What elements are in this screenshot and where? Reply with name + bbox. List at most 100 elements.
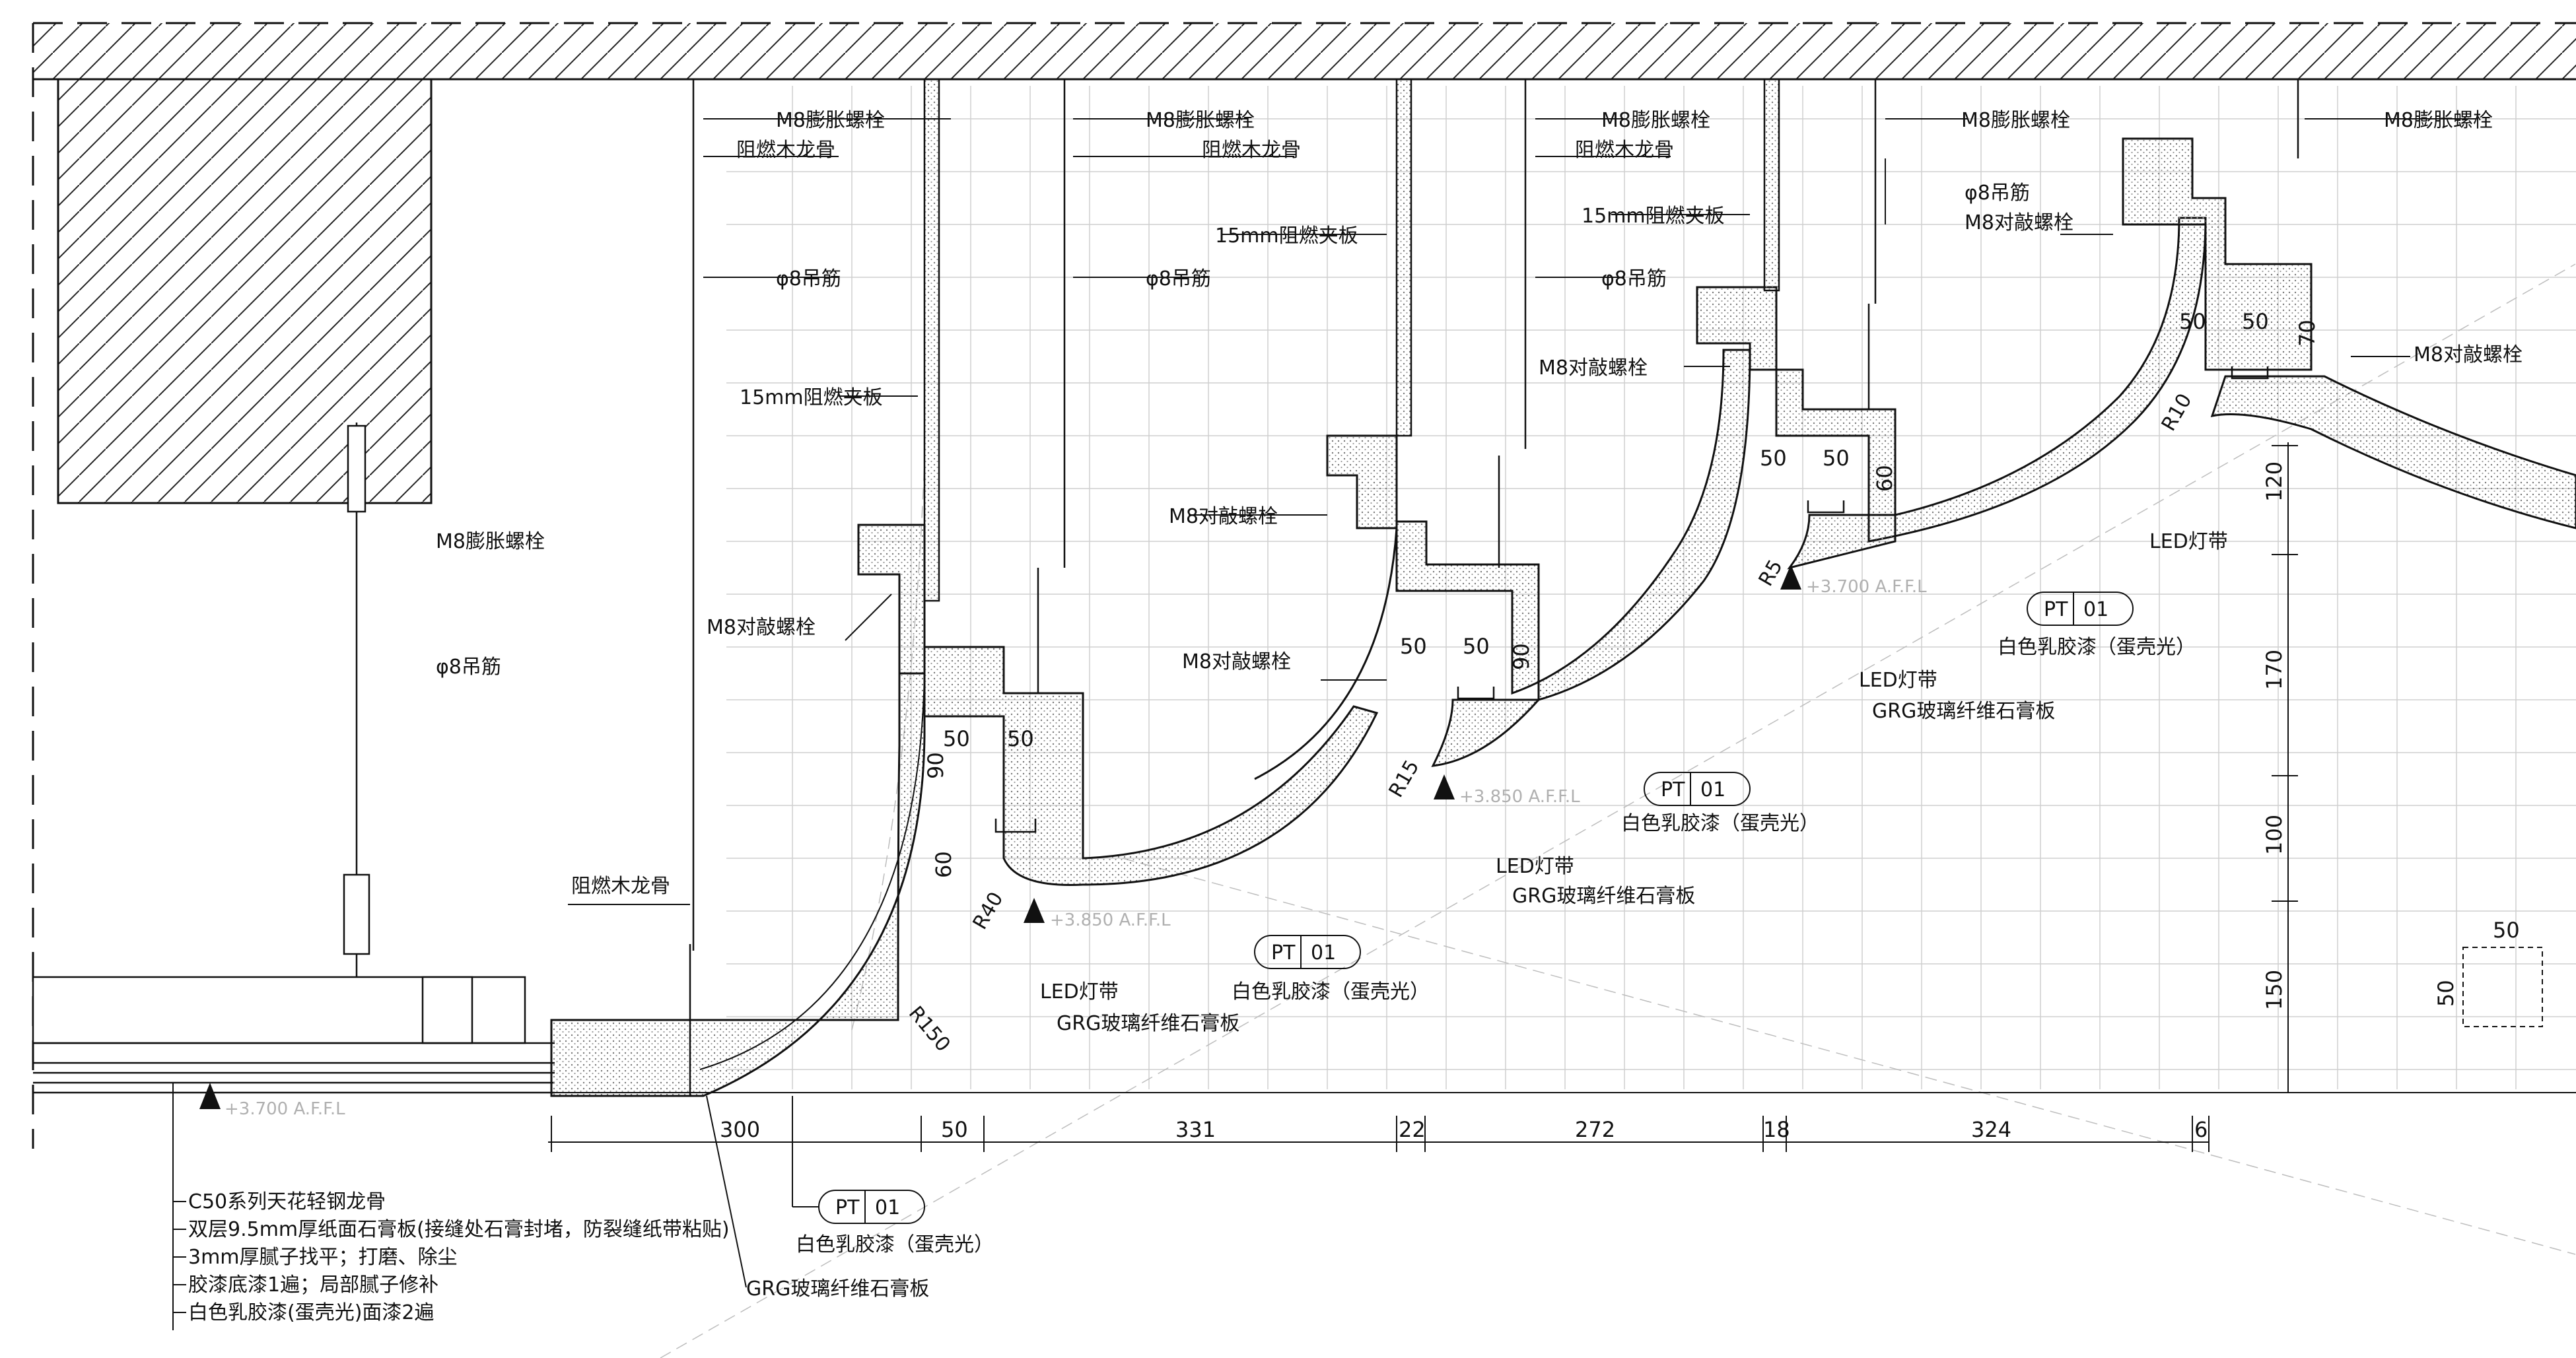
dim-50-a: 50 bbox=[943, 726, 970, 751]
label-rod-phi8-2: φ8吊筋 bbox=[1146, 267, 1211, 290]
label-m8-expansion-bolt-3: M8膨胀螺栓 bbox=[1601, 109, 1710, 132]
pt-tag-1-code: PT bbox=[1271, 941, 1296, 965]
label-rod-phi8-left: φ8吊筋 bbox=[436, 656, 501, 679]
label-m8-through-bolt-6: M8对敲螺栓 bbox=[2414, 343, 2523, 366]
dim-50-c: 50 bbox=[1400, 634, 1427, 659]
label-fire-wood-keel-2: 阻燃木龙骨 bbox=[1202, 139, 1301, 162]
pt-tag-3-desc: 白色乳胶漆（蛋壳光） bbox=[1998, 636, 2196, 659]
label-rod-phi8-1: φ8吊筋 bbox=[776, 267, 841, 290]
dim-bottom-18: 18 bbox=[1763, 1117, 1790, 1142]
label-m8-expansion-bolt-left: M8膨胀螺栓 bbox=[436, 530, 545, 553]
dim-90: 90 bbox=[923, 752, 948, 779]
dim-bottom-6: 6 bbox=[2194, 1117, 2208, 1142]
label-m8-expansion-bolt-5: M8膨胀螺栓 bbox=[2384, 109, 2493, 132]
dim-right-150: 150 bbox=[2262, 970, 2287, 1010]
grg-profile-1 bbox=[550, 524, 1379, 1097]
label-m8-expansion-bolt-2: M8膨胀螺栓 bbox=[1146, 109, 1255, 132]
label-m8-through-bolt-2: M8对敲螺栓 bbox=[1169, 505, 1278, 528]
elevation-label-2: +3.850 A.F.F.L bbox=[1050, 910, 1171, 930]
label-grg-3: GRG玻璃纤维石膏板 bbox=[1872, 700, 2055, 723]
spec-line-2: 双层9.5mm厚纸面石膏板(接缝处石膏封堵，防裂缝纸带粘贴) bbox=[188, 1218, 730, 1241]
dim-50-d: 50 bbox=[1463, 634, 1490, 659]
pt-tag-bottom-num: 01 bbox=[875, 1196, 900, 1219]
dim-right-120: 120 bbox=[2262, 461, 2287, 502]
spec-line-3: 3mm厚腻子找平；打磨、除尘 bbox=[188, 1246, 458, 1269]
label-rod-phi8-4: φ8吊筋 bbox=[1965, 182, 2030, 205]
dim-bottom-50: 50 bbox=[941, 1117, 968, 1142]
label-m8-through-bolt-5: M8对敲螺栓 bbox=[1965, 211, 2073, 234]
label-led-strip-1: LED灯带 bbox=[1040, 980, 1119, 1003]
elevation-label-4: +3.700 A.F.F.L bbox=[1806, 577, 1927, 597]
radius-r10: R10 bbox=[2157, 390, 2197, 435]
dim-bottom-22: 22 bbox=[1399, 1117, 1426, 1142]
label-grg-2: GRG玻璃纤维石膏板 bbox=[1512, 885, 1695, 908]
label-m8-expansion-bolt-4: M8膨胀螺栓 bbox=[1961, 109, 2070, 132]
dim-right-170: 170 bbox=[2262, 650, 2287, 690]
dim-90-b: 90 bbox=[1509, 643, 1534, 670]
pt-tag-1-desc: 白色乳胶漆（蛋壳光） bbox=[1232, 980, 1430, 1003]
concrete-slab bbox=[32, 22, 2576, 1149]
dim-60: 60 bbox=[931, 851, 956, 878]
pt-tag-2-code: PT bbox=[1661, 778, 1685, 801]
bottom-dimension-line bbox=[548, 1116, 2210, 1152]
dim-50-b: 50 bbox=[1007, 726, 1034, 751]
right-dimension-line bbox=[2272, 442, 2543, 1093]
pt-tag-3-code: PT bbox=[2044, 598, 2068, 621]
dim-bottom-331: 331 bbox=[1175, 1117, 1216, 1142]
spec-notes bbox=[173, 1201, 186, 1313]
led-fixtures bbox=[994, 366, 2269, 833]
label-plywood-2: 15mm阻燃夹板 bbox=[1215, 224, 1358, 248]
elevation-label-1: +3.700 A.F.F.L bbox=[225, 1099, 345, 1119]
pt-tag-1 bbox=[1254, 935, 1361, 969]
elevation-markers bbox=[199, 564, 1801, 1109]
pt-tag-2-num: 01 bbox=[1700, 778, 1725, 801]
dim-bottom-272: 272 bbox=[1575, 1117, 1615, 1142]
label-grg-1: GRG玻璃纤维石膏板 bbox=[1057, 1012, 1239, 1035]
dim-right-50-h: 50 bbox=[2493, 918, 2520, 943]
label-m8-through-bolt-3: M8对敲螺栓 bbox=[1182, 650, 1291, 673]
label-grg-bottom: GRG玻璃纤维石膏板 bbox=[746, 1277, 929, 1301]
label-fire-wood-keel-1: 阻燃木龙骨 bbox=[736, 139, 835, 162]
label-fire-wood-keel-left: 阻燃木龙骨 bbox=[571, 875, 670, 898]
pt-tag-2-desc: 白色乳胶漆（蛋壳光） bbox=[1621, 812, 1819, 835]
label-rod-phi8-3: φ8吊筋 bbox=[1601, 267, 1667, 290]
spec-line-5: 白色乳胶漆(蛋壳光)面漆2遍 bbox=[188, 1301, 435, 1324]
dim-50-f: 50 bbox=[1823, 446, 1850, 471]
elevation-label-3: +3.850 A.F.F.L bbox=[1459, 787, 1580, 807]
dim-50-g: 50 bbox=[2179, 309, 2206, 334]
label-plywood-3: 15mm阻燃夹板 bbox=[1582, 205, 1725, 228]
dim-50-h: 50 bbox=[2242, 309, 2269, 334]
hanger-rods bbox=[689, 79, 2299, 1096]
dim-bottom-324: 324 bbox=[1971, 1117, 2011, 1142]
label-m8-through-bolt-4: M8对敲螺栓 bbox=[1539, 356, 1648, 380]
dim-50-e: 50 bbox=[1760, 446, 1787, 471]
pt-tag-3 bbox=[2027, 592, 2134, 626]
spec-line-4: 胶漆底漆1遍；局部腻子修补 bbox=[188, 1273, 438, 1297]
dim-60-b: 60 bbox=[1872, 465, 1897, 492]
label-plywood-1: 15mm阻燃夹板 bbox=[740, 386, 883, 409]
plywood-hangers bbox=[923, 78, 1780, 602]
label-fire-wood-keel-3: 阻燃木龙骨 bbox=[1575, 139, 1674, 162]
pt-tag-bottom bbox=[706, 1095, 925, 1288]
pt-tag-2 bbox=[1644, 772, 1751, 806]
label-m8-expansion-bolt-1: M8膨胀螺栓 bbox=[776, 109, 885, 132]
spec-line-1: C50系列天花轻钢龙骨 bbox=[188, 1190, 386, 1213]
concrete-beam bbox=[57, 78, 433, 504]
pt-tag-bottom-desc: 白色乳胶漆（蛋壳光） bbox=[796, 1233, 994, 1256]
dim-right-100: 100 bbox=[2262, 815, 2287, 855]
label-led-strip-3: LED灯带 bbox=[1859, 669, 1937, 692]
label-m8-through-bolt-1: M8对敲螺栓 bbox=[707, 616, 816, 639]
label-led-strip-4: LED灯带 bbox=[2149, 530, 2228, 553]
pt-tag-1-num: 01 bbox=[1311, 941, 1336, 965]
dim-right-50-v: 50 bbox=[2433, 980, 2458, 1007]
grg-profile-3 bbox=[1775, 137, 2576, 570]
label-led-strip-2: LED灯带 bbox=[1496, 855, 1574, 878]
pt-tag-bottom-code: PT bbox=[835, 1196, 860, 1219]
grg-profile-2 bbox=[1254, 286, 1778, 780]
leader-lines bbox=[568, 118, 2476, 905]
pt-tag-3-num: 01 bbox=[2083, 598, 2108, 621]
radius-r15: R15 bbox=[1385, 756, 1424, 801]
dim-70: 70 bbox=[2295, 320, 2320, 347]
dim-bottom-300: 300 bbox=[720, 1117, 760, 1142]
